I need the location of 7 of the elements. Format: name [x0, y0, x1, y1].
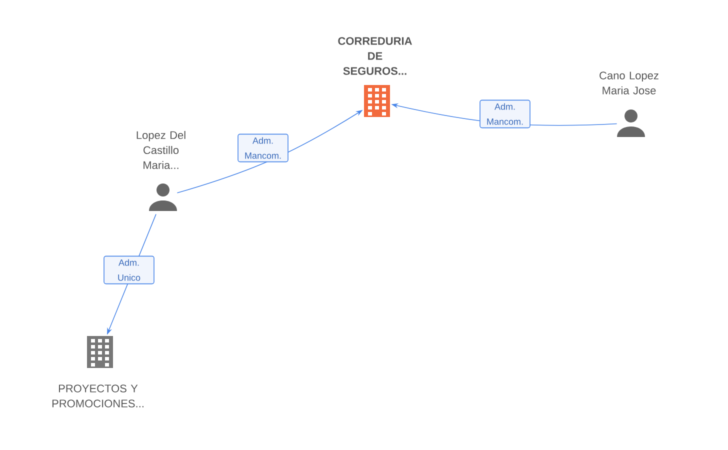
node-label: CORREDURIA DE SEGUROS... — [338, 37, 412, 75]
edge-label: Adm. Mancom. — [480, 100, 530, 128]
edge-label: Adm. Mancom. — [238, 134, 288, 162]
edge-label: Adm. Unico — [104, 256, 154, 284]
node-label: PROYECTOS Y PROMOCIONES... — [52, 384, 144, 408]
node-label: Cano Lopez Maria Jose — [600, 72, 658, 94]
node-label: Lopez Del Castillo Maria... — [136, 130, 186, 170]
